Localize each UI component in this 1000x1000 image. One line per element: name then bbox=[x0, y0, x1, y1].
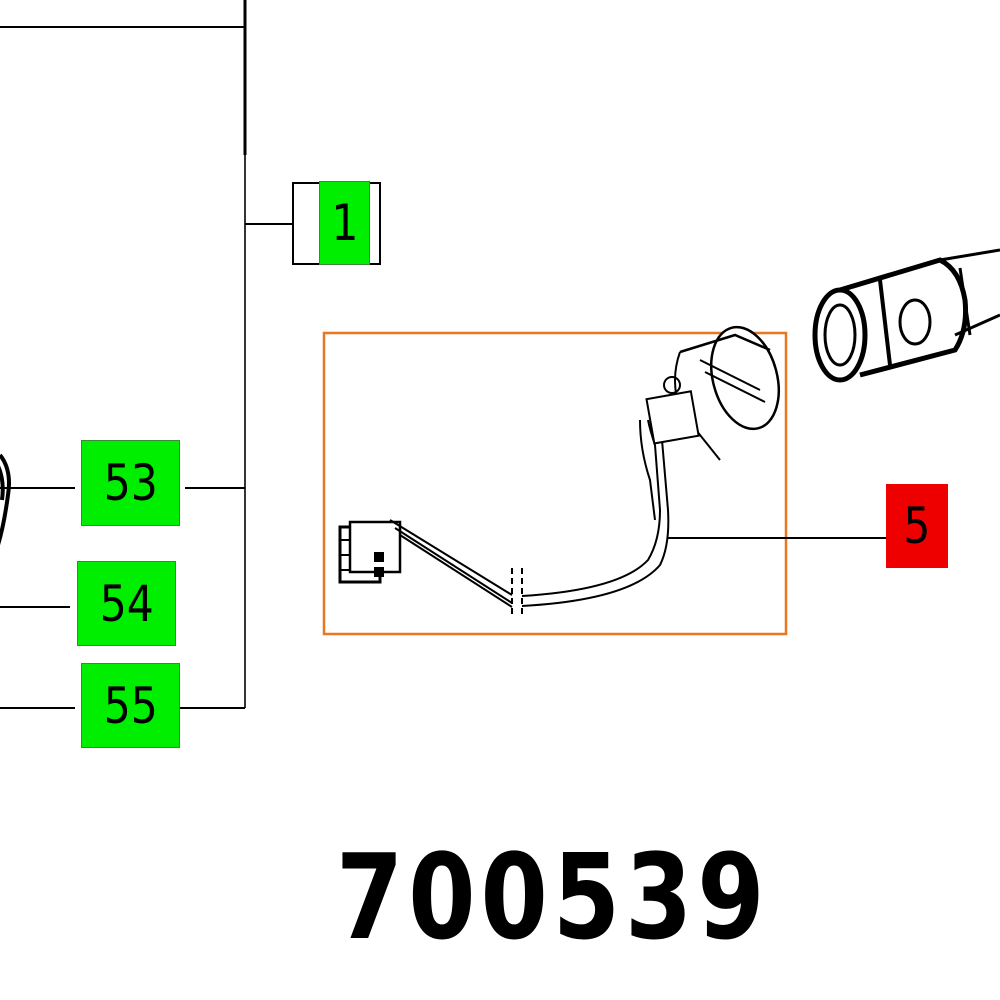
callout-55[interactable]: 55 bbox=[81, 663, 180, 748]
callout-55-label: 55 bbox=[103, 676, 158, 735]
cable-harness-icon bbox=[338, 325, 780, 618]
callout-53[interactable]: 53 bbox=[81, 440, 180, 526]
callout-54[interactable]: 54 bbox=[77, 561, 176, 646]
connector-plug-icon bbox=[812, 248, 1000, 383]
callout-53-label: 53 bbox=[103, 454, 158, 512]
callout-1-label: 1 bbox=[330, 194, 359, 252]
ring-part-icon bbox=[0, 453, 11, 546]
callout-1[interactable]: 1 bbox=[319, 181, 370, 265]
part-number: 700539 bbox=[336, 828, 770, 966]
callout-5-label: 5 bbox=[903, 497, 931, 555]
callout-54-label: 54 bbox=[99, 574, 154, 633]
callout-5[interactable]: 5 bbox=[886, 484, 948, 568]
highlight-box bbox=[322, 331, 788, 636]
